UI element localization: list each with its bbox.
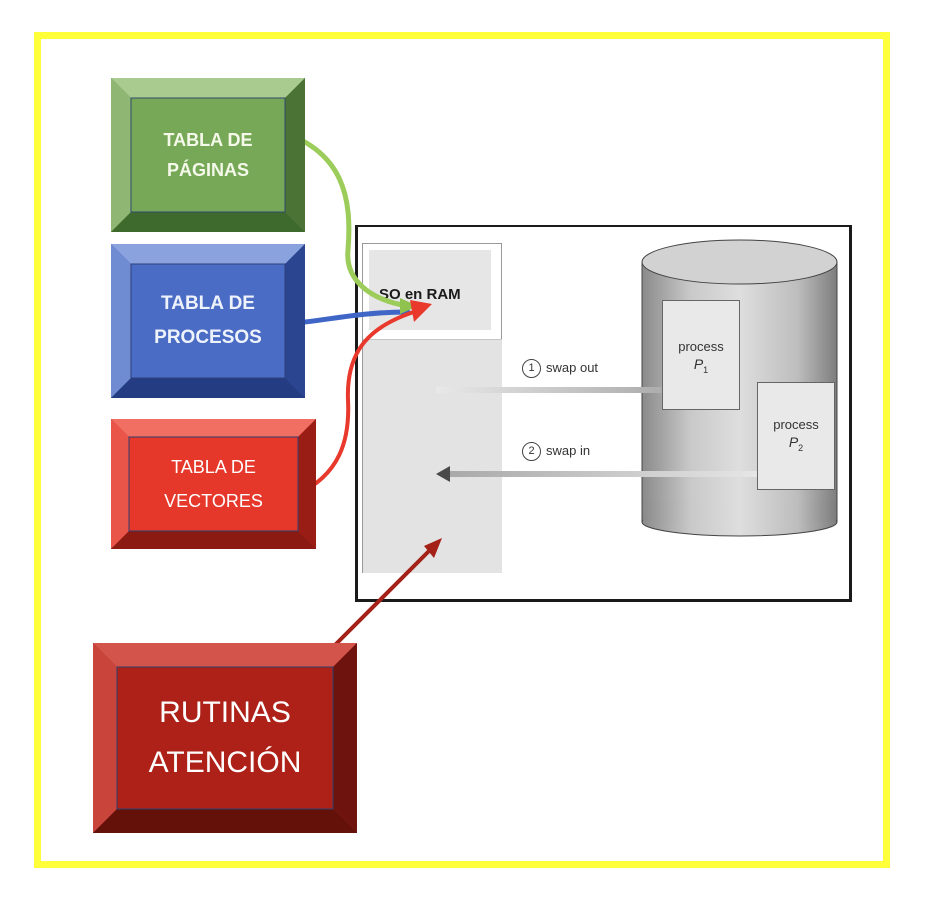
process-p1-box: process P1: [662, 300, 740, 410]
tabla-vectores-box: TABLA DE VECTORES: [111, 419, 316, 549]
process-p2-sub: 2: [798, 442, 804, 453]
swap-in-label: 2 swap in: [522, 442, 590, 461]
rutinas-line2: ATENCIÓN: [148, 746, 302, 779]
memory-column: SO en RAM: [362, 243, 502, 573]
step-2-number: 2: [522, 442, 541, 461]
process-p2-name: P: [788, 434, 799, 450]
process-p1-sub: 1: [703, 364, 709, 375]
user-space-block: [363, 339, 502, 573]
rutinas-line1: RUTINAS: [159, 696, 291, 729]
paginas-line2: PÁGINAS: [166, 160, 249, 180]
swap-out-label: 1 swap out: [522, 359, 598, 378]
vectores-line1: TABLA DE: [171, 457, 256, 477]
os-ram-block: SO en RAM: [369, 250, 491, 330]
yellow-frame: [34, 32, 890, 868]
paginas-line1: TABLA DE: [163, 130, 253, 150]
process-p1-word: process: [678, 339, 724, 354]
tabla-procesos-box: TABLA DE PROCESOS: [111, 244, 305, 398]
swap-in-text: swap in: [546, 442, 591, 458]
tabla-paginas-box: TABLA DE PÁGINAS: [111, 78, 305, 232]
procesos-line2: PROCESOS: [154, 327, 262, 348]
process-p1-name: P: [693, 356, 704, 372]
rutinas-atencion-box: RUTINAS ATENCIÓN: [93, 643, 357, 833]
step-1-number: 1: [522, 359, 541, 378]
vectores-line2: VECTORES: [164, 491, 263, 511]
ram-label: SO en RAM: [379, 286, 461, 303]
process-p2-box: process P2: [757, 382, 835, 490]
swap-out-text: swap out: [546, 359, 599, 375]
procesos-line1: TABLA DE: [161, 293, 255, 314]
process-p2-word: process: [773, 417, 819, 432]
